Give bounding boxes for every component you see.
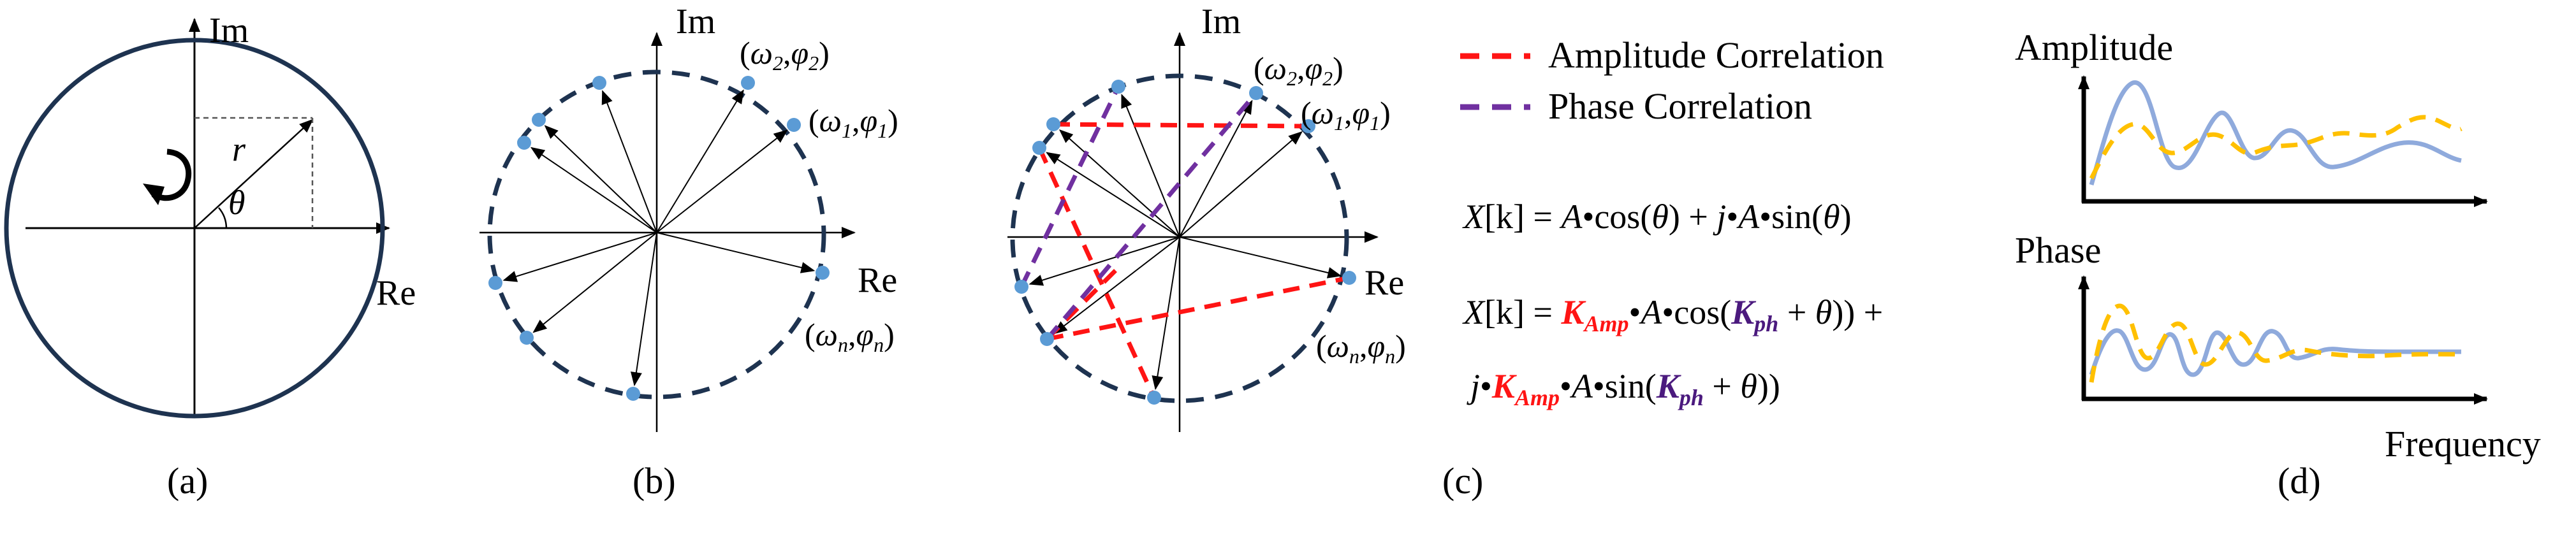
- vector-arrow-6: [656, 232, 816, 273]
- im-label: Im: [676, 2, 715, 41]
- vector-arrow-5: [656, 129, 788, 233]
- point-dot-9: [626, 387, 640, 401]
- amplitude-legend-label: Amplitude Correlation: [1548, 34, 1884, 76]
- phase-curve-blue: [2089, 328, 2461, 377]
- amp-curve-yellow: [2089, 115, 2463, 180]
- vector-arrow-1: [601, 90, 657, 233]
- phase-legend-label: Phase Correlation: [1548, 85, 1812, 127]
- vector-arrow-8: [1053, 236, 1180, 335]
- point-dot-5: [1301, 119, 1315, 133]
- panel-a-label: (a): [167, 460, 208, 501]
- vector-arrow-4: [1179, 99, 1253, 238]
- vector-arrow-8: [532, 232, 657, 333]
- point-label-n: (ωn,φn): [1316, 328, 1406, 368]
- theta-label: θ: [228, 184, 245, 222]
- im-label: Im: [1201, 2, 1241, 41]
- re-label: Re: [376, 273, 416, 313]
- vector-arrow-6: [1179, 236, 1342, 278]
- point-dot-3: [517, 136, 531, 150]
- dashed-circle: [487, 69, 826, 400]
- correlation-lines: [1019, 85, 1350, 399]
- amplitude-correlation-line-1: [1053, 122, 1309, 129]
- point-dot-8: [520, 331, 534, 345]
- point-label-2: (ω2,φ2): [740, 35, 830, 75]
- phase-correlation-line-2: [1045, 91, 1258, 341]
- dashed-circle: [1010, 73, 1349, 403]
- vector-arrow-1: [1121, 94, 1180, 238]
- amplitude-correlation-line-2: [1037, 147, 1157, 399]
- r-label: r: [232, 130, 246, 168]
- phase-label: Phase: [2015, 229, 2101, 271]
- point-dot-5: [787, 118, 801, 132]
- re-label: Re: [1365, 263, 1404, 303]
- panel-c-label: (c): [1442, 460, 1483, 501]
- point-dot-8: [1040, 332, 1054, 346]
- vector-arrow-3: [1046, 152, 1180, 238]
- panel-b-label: (b): [633, 460, 676, 501]
- vector-arrow-5: [1179, 131, 1303, 238]
- vector-arrow-7: [1028, 236, 1180, 286]
- point-dot-4: [1249, 86, 1263, 100]
- point-dot-2: [532, 113, 546, 127]
- vectors: [502, 89, 816, 387]
- panel-a: Im Re r θ (a): [4, 11, 416, 501]
- point-label-2: (ω2,φ2): [1254, 50, 1343, 90]
- equation-1: X[k] = A•cos(θ) + j•A•sin(θ): [1462, 198, 1852, 236]
- point-dot-6: [1342, 271, 1356, 285]
- vector-arrow-7: [502, 232, 657, 282]
- panel-d: Amplitude Phase Frequency (d): [2015, 27, 2541, 501]
- panel-d-label: (d): [2278, 460, 2321, 501]
- point-dot-2: [1046, 117, 1060, 131]
- points: [1014, 80, 1356, 405]
- points: [488, 76, 830, 401]
- vector-arrow-2: [544, 125, 657, 233]
- im-label: Im: [209, 11, 249, 50]
- point-dot-3: [1032, 141, 1046, 155]
- point-dot-4: [741, 76, 755, 90]
- vector-arrow-3: [530, 147, 657, 233]
- equation-2-line-1: X[k] = KAmp•A•cos(Kph + θ)) +: [1462, 293, 1883, 336]
- amplitude-correlation-line-3: [1046, 275, 1350, 342]
- point-dot-1: [592, 76, 606, 90]
- amplitude-correlation-line-4: [1045, 266, 1120, 341]
- point-label-1: (ω1,φ1): [809, 103, 898, 142]
- radius-vector: [194, 119, 314, 229]
- panel-c: Im Re (ω2,φ2) (ω1,φ1) (ωn,φn) (c): [1007, 2, 1483, 501]
- point-dot-7: [1014, 280, 1028, 294]
- equations: X[k] = A•cos(θ) + j•A•sin(θ) X[k] = KAmp…: [1462, 198, 1883, 410]
- frequency-label: Frequency: [2385, 423, 2541, 465]
- unit-circle: [4, 38, 385, 419]
- vector-arrow-2: [1058, 129, 1180, 238]
- point-label-n: (ωn,φn): [805, 317, 895, 356]
- re-label: Re: [858, 261, 897, 300]
- point-dot-6: [816, 266, 830, 280]
- panel-b: Im Re (ω2,φ2) (ω1,φ1) (ωn,φn) (b): [479, 2, 898, 501]
- legend: Amplitude Correlation Phase Correlation: [1460, 34, 1884, 127]
- vectors: [1028, 94, 1342, 391]
- angle-arc: [218, 207, 228, 229]
- vector-arrow-4: [656, 89, 744, 233]
- point-dot-7: [488, 276, 502, 290]
- equation-2-line-2: j•KAmp•A•sin(Kph + θ)): [1467, 367, 1780, 410]
- point-label-1: (ω1,φ1): [1301, 95, 1391, 134]
- point-dot-9: [1147, 391, 1161, 405]
- vector-arrow-9: [631, 232, 657, 387]
- amplitude-label: Amplitude: [2015, 27, 2173, 68]
- point-dot-1: [1111, 80, 1125, 94]
- phase-correlation-line-1: [1019, 85, 1121, 288]
- rotation-arrow-icon: [143, 148, 192, 205]
